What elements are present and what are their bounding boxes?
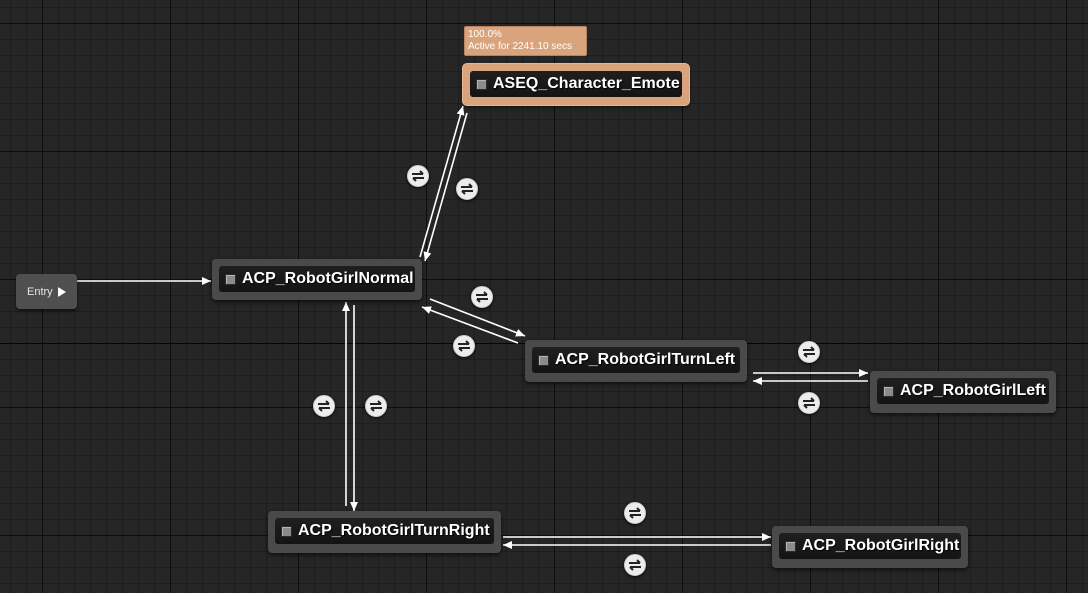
- state-node-acp-robotgirlnormal[interactable]: ACP_RobotGirlNormal: [212, 259, 422, 300]
- transition-rule-icon[interactable]: [798, 392, 820, 414]
- state-label: ACP_RobotGirlTurnRight: [298, 522, 490, 539]
- transition-rule-icon[interactable]: [407, 165, 429, 187]
- entry-label: Entry: [27, 285, 53, 298]
- wire-normal-to-emote: [419, 105, 465, 258]
- state-icon: [785, 540, 796, 552]
- transition-rule-icon[interactable]: [313, 395, 335, 417]
- state-active-time-text: Active for 2241.10 secs: [468, 41, 572, 52]
- transition-rule-icon[interactable]: [365, 395, 387, 417]
- state-icon: [538, 354, 549, 366]
- state-icon: [476, 78, 487, 90]
- transition-rule-icon[interactable]: [798, 341, 820, 363]
- state-label: ACP_RobotGirlRight: [802, 537, 960, 554]
- state-label: ACP_RobotGirlLeft: [900, 382, 1046, 399]
- state-title-bar: ACP_RobotGirlRight: [779, 533, 961, 559]
- wire-turnleft-to-normal: [421, 306, 519, 344]
- transition-rule-icon[interactable]: [624, 554, 646, 576]
- state-node-acp-robotgirlleft[interactable]: ACP_RobotGirlLeft: [870, 371, 1056, 413]
- active-state-debug-tooltip: 100.0% Active for 2241.10 secs: [464, 26, 587, 56]
- transition-arrows-glyph: [803, 346, 815, 358]
- state-icon: [883, 385, 894, 397]
- state-icon: [281, 525, 292, 537]
- transition-rule-icon[interactable]: [456, 178, 478, 200]
- transition-arrows-glyph: [803, 397, 815, 409]
- transition-arrows-glyph: [461, 183, 473, 195]
- transition-arrows-glyph: [629, 507, 641, 519]
- state-label: ACP_RobotGirlTurnLeft: [555, 351, 736, 368]
- wire-emote-to-normal: [423, 112, 468, 262]
- entry-output-pin-icon[interactable]: [57, 286, 66, 297]
- state-title-bar: ACP_RobotGirlLeft: [877, 378, 1049, 404]
- transition-arrows-glyph: [629, 559, 641, 571]
- transition-rule-icon[interactable]: [453, 335, 475, 357]
- transition-arrows-glyph: [370, 400, 382, 412]
- state-label: ACP_RobotGirlNormal: [242, 270, 414, 287]
- transition-rule-icon[interactable]: [471, 286, 493, 308]
- transition-arrows-glyph: [412, 170, 424, 182]
- entry-node[interactable]: Entry: [16, 274, 77, 309]
- state-node-acp-robotgirlright[interactable]: ACP_RobotGirlRight: [772, 526, 968, 568]
- state-title-bar: ACP_RobotGirlNormal: [219, 266, 415, 292]
- transition-arrows-glyph: [458, 340, 470, 352]
- state-node-acp-robotgirlturnright[interactable]: ACP_RobotGirlTurnRight: [268, 511, 501, 553]
- state-icon: [225, 273, 236, 285]
- transition-arrows-glyph: [476, 291, 488, 303]
- transition-arrows-glyph: [318, 400, 330, 412]
- state-node-acp-robotgirlturnleft[interactable]: ACP_RobotGirlTurnLeft: [525, 340, 747, 382]
- state-title-bar: ACP_RobotGirlTurnRight: [275, 518, 494, 544]
- state-node-aseq-character-emote[interactable]: ASEQ_Character_Emote: [463, 64, 689, 105]
- state-weight-text: 100.0%: [468, 29, 502, 40]
- state-title-bar: ASEQ_Character_Emote: [470, 71, 682, 97]
- transition-rule-icon[interactable]: [624, 502, 646, 524]
- state-title-bar: ACP_RobotGirlTurnLeft: [532, 347, 740, 373]
- wire-normal-to-turnleft: [429, 298, 526, 337]
- state-label: ASEQ_Character_Emote: [493, 75, 680, 92]
